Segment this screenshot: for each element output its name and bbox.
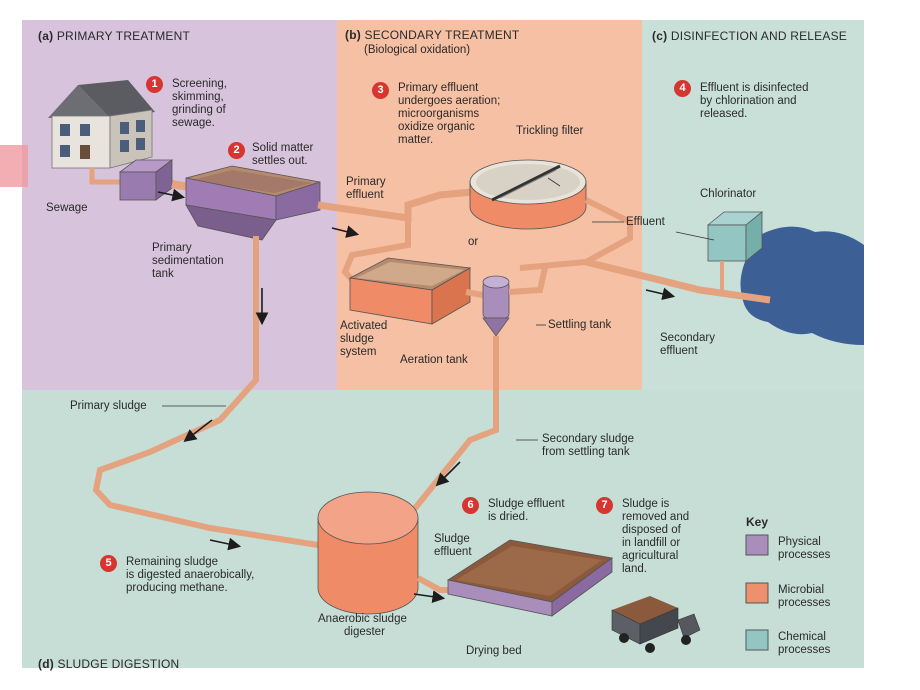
key-swatch-microbial [745,582,769,604]
primary-sedimentation-tank [185,165,321,241]
section-b-subtitle: (Biological oxidation) [364,44,471,56]
trickling-filter [469,159,587,230]
key-swatch-chemical [745,629,769,651]
label-effluent: Effluent [626,216,665,228]
chlorinator [706,211,764,292]
aeration-tank [348,257,472,325]
anaerobic-sludge-digester [317,491,419,615]
label-trickling-filter: Trickling filter [516,125,584,137]
step-3-marker: 3 [372,82,389,99]
house-icon [48,80,155,169]
step-1-marker: 1 [146,76,163,93]
truck-icon [611,596,701,653]
drying-bed [446,539,613,617]
label-drying-bed: Drying bed [466,645,522,657]
label-aeration-tank: Aeration tank [400,354,468,366]
step-5-marker: 5 [100,555,117,572]
label-primary-sludge: Primary sludge [70,400,147,412]
label-settling-tank: Settling tank [548,319,612,331]
step-7-marker: 7 [596,497,613,514]
label-chlorinator: Chlorinator [700,188,757,200]
section-c-title: (c) DISINFECTION AND RELEASE [652,29,847,43]
label-or: or [468,236,479,248]
key-title: Key [746,515,769,529]
label-sewage: Sewage [46,202,88,214]
key-swatch-physical [745,534,769,556]
step-2-marker: 2 [228,142,245,159]
section-a-title: (a) PRIMARY TREATMENT [38,29,191,43]
step-6-marker: 6 [462,497,479,514]
settling-tank [482,275,510,337]
screening-unit [118,159,174,201]
section-b-title: (b) SECONDARY TREATMENT [345,28,520,42]
section-d-title: (d) SLUDGE DIGESTION [38,657,180,671]
step-4-marker: 4 [674,80,691,97]
lake [740,226,864,345]
